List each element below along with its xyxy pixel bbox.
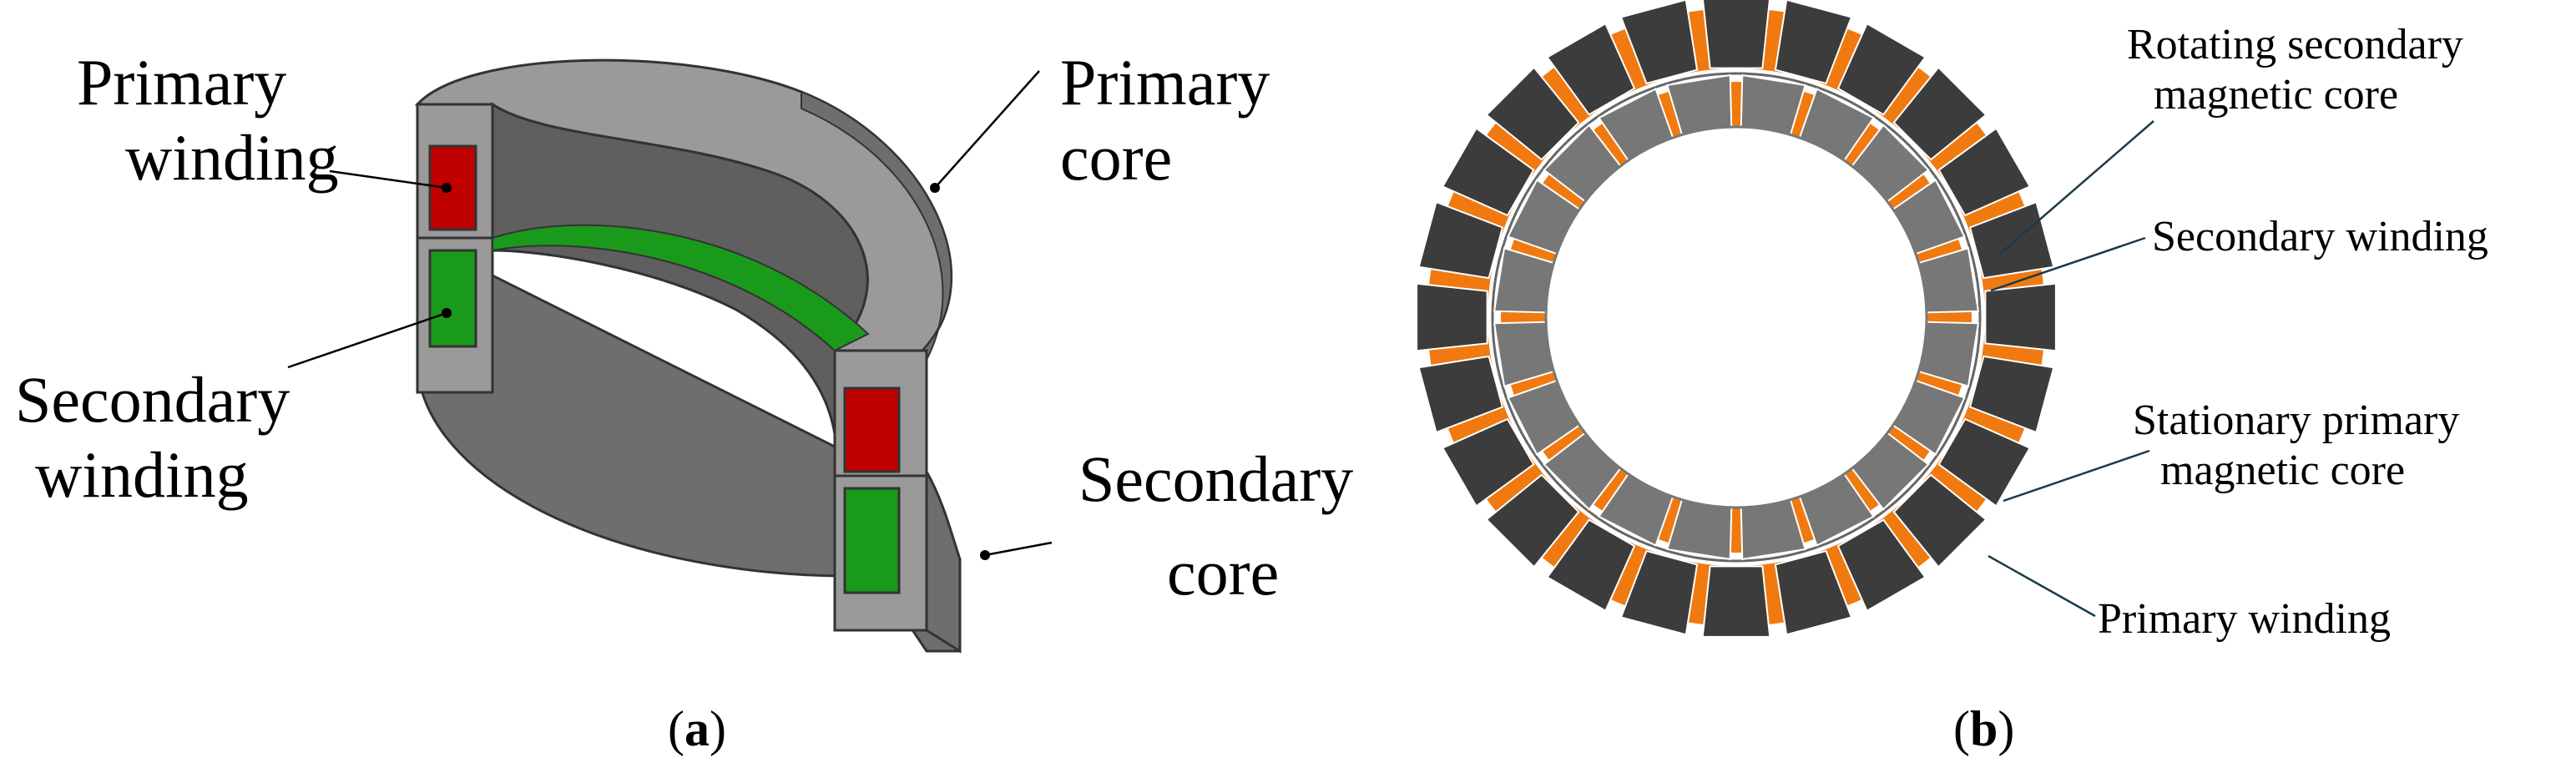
label-secondary-winding-line1: Secondary <box>15 363 290 436</box>
stator-tooth <box>1485 66 1580 161</box>
label-primary-winding-b: Primary winding <box>2098 595 2391 643</box>
label-primary-winding-line2: winding <box>125 121 339 194</box>
leader-secondary-winding <box>287 311 447 369</box>
panel-a: Primary winding Primary core Secondary w… <box>15 46 1353 756</box>
stator-tooth <box>1417 355 1504 434</box>
leader-stationary-core <box>2003 449 2150 503</box>
leader-primary-winding <box>329 169 447 189</box>
label-secondary-core-line2: core <box>1167 536 1279 609</box>
stator-tooth <box>1836 22 1927 116</box>
leader-rotating-core <box>1998 120 2154 255</box>
stator-tooth <box>1937 127 2032 217</box>
ring-cross-section <box>1416 0 2057 638</box>
stator-tooth <box>1416 282 1488 352</box>
panel-b: Rotating secondary magnetic core Seconda… <box>1416 0 2488 756</box>
primary-core <box>414 58 953 477</box>
leader-secondary-winding <box>1990 236 2146 292</box>
rotor-bore <box>1544 125 1928 509</box>
stator-tooth <box>1619 0 1699 85</box>
stator-tooth <box>1968 355 2055 434</box>
primary-winding-right <box>843 387 901 473</box>
leader-dot <box>442 183 452 193</box>
stator-tooth <box>1619 549 1699 636</box>
leader-dot <box>930 183 940 193</box>
stator-tooth <box>1892 66 1988 161</box>
stator-tooth <box>1968 200 2055 280</box>
stator-bore <box>1491 72 1982 563</box>
stator-tooth <box>1702 0 1770 69</box>
label-primary-core-line1: Primary <box>1060 46 1270 119</box>
label-primary-winding-line1: Primary <box>77 46 286 119</box>
caption-a: (a) <box>668 701 726 756</box>
caption-b: (b) <box>1953 701 2014 756</box>
leader-secondary-core <box>984 541 1053 557</box>
stator-tooth <box>1441 417 1535 508</box>
label-rotating-core-line2: magnetic core <box>2154 71 2398 119</box>
stator-tooth <box>1441 127 1535 217</box>
stator-tooth <box>1546 518 1636 613</box>
secondary-core <box>416 235 962 654</box>
stator-tooth <box>1937 417 2032 508</box>
stator-tooth <box>1485 473 1580 568</box>
label-stationary-core-line2: magnetic core <box>2160 447 2405 494</box>
inner-green-band <box>492 224 870 352</box>
label-stationary-core-line1: Stationary primary <box>2133 397 2459 444</box>
stator-tooth <box>1417 200 1504 280</box>
stator-tooth <box>1836 518 1927 613</box>
label-rotating-core-line1: Rotating secondary <box>2127 21 2463 68</box>
leader-primary-winding <box>1988 554 2096 618</box>
secondary-winding-left <box>428 249 477 348</box>
stator-tooth <box>1701 565 1771 638</box>
label-secondary-winding-b: Secondary winding <box>2152 213 2488 260</box>
stator-tooth <box>1892 473 1988 568</box>
leader-primary-core <box>934 70 1040 189</box>
stator-tooth <box>1774 0 1853 85</box>
leader-dot <box>980 550 990 560</box>
leader-dot <box>442 308 452 318</box>
stator-tooth <box>1774 549 1853 636</box>
label-primary-core-line2: core <box>1060 121 1172 194</box>
stator-tooth <box>1546 22 1636 116</box>
label-secondary-core-line1: Secondary <box>1078 442 1353 515</box>
stator-tooth <box>1984 282 2057 352</box>
label-secondary-winding-line2: winding <box>35 438 249 511</box>
primary-winding-left <box>428 144 477 231</box>
secondary-winding-right <box>843 487 901 594</box>
